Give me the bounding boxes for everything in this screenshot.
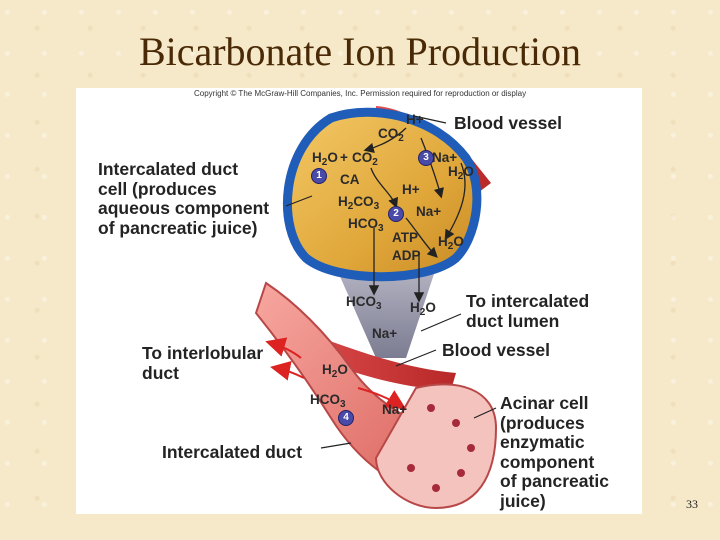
step-badge-4: 4	[338, 410, 354, 426]
step-badge-2: 2	[388, 206, 404, 222]
chem-na-plus-duct: Na+	[382, 402, 407, 417]
chem-co2-top: CO2	[378, 126, 404, 144]
label-acinar-cell: Acinar cell (produces enzymatic componen…	[500, 394, 609, 511]
label-blood-vessel-top: Blood vessel	[454, 114, 562, 134]
label-to-interlobular-duct: To interlobular duct	[142, 344, 263, 383]
page-number: 33	[686, 497, 698, 512]
chem-h2o-reactant: H2O	[312, 150, 338, 168]
chem-atp: ATP	[392, 230, 418, 245]
slide-title: Bicarbonate Ion Production	[0, 28, 720, 75]
chem-adp: ADP	[392, 248, 421, 263]
chem-h2o-duct: H2O	[322, 362, 348, 380]
chem-h2o-lumen: H2O	[410, 300, 436, 318]
chem-h-plus-top: H+	[406, 112, 424, 127]
chem-hco3-lumen: HCO3	[346, 294, 382, 312]
chem-h2co3: H2CO3	[338, 194, 379, 212]
chem-h2o-cell: H2O	[438, 234, 464, 252]
chem-na-plus-top: Na+	[432, 150, 457, 165]
label-intercalated-duct-cell: Intercalated duct cell (produces aqueous…	[98, 160, 269, 238]
chem-co2-reactant: CO2	[352, 150, 378, 168]
chem-hco3-cell: HCO3	[348, 216, 384, 234]
chem-na-plus-lumen: Na+	[372, 326, 397, 341]
step-badge-3: 3	[418, 150, 434, 166]
chem-h-plus-mid: H+	[402, 182, 420, 197]
step-badge-1: 1	[311, 168, 327, 184]
chem-ca: CA	[340, 172, 360, 187]
label-to-intercalated-duct-lumen: To intercalated duct lumen	[466, 292, 589, 331]
label-blood-vessel-bottom: Blood vessel	[442, 341, 550, 361]
bicarbonate-diagram: Copyright © The McGraw-Hill Companies, I…	[76, 88, 642, 514]
chem-plus-sign: +	[340, 150, 348, 165]
chem-h2o-top: H2O	[448, 164, 474, 182]
label-intercalated-duct: Intercalated duct	[162, 443, 302, 463]
copyright-notice: Copyright © The McGraw-Hill Companies, I…	[194, 89, 526, 98]
chem-hco3-duct: HCO3	[310, 392, 346, 410]
chem-na-plus-mid: Na+	[416, 204, 441, 219]
